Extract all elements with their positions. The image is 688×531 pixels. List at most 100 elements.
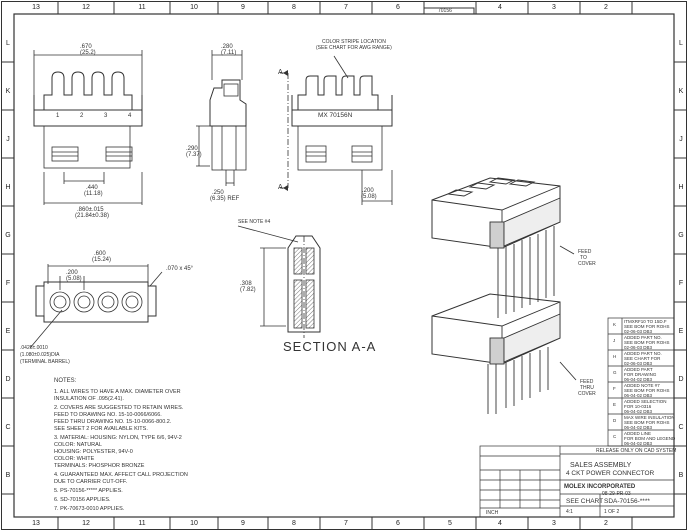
row-label: J — [6, 136, 10, 143]
column-label: 6 — [396, 520, 400, 527]
row-label: C — [678, 424, 684, 431]
row-label: K — [5, 88, 11, 95]
term-note-3: (TERMINAL BARREL) — [20, 359, 70, 365]
feed-thru-cover-2: THRU — [580, 385, 594, 391]
column-label: 13 — [32, 4, 40, 11]
note-line: TERMINALS: PHOSPHOR BRONZE — [54, 463, 145, 469]
feed-thru-cover-1: FEED — [580, 379, 594, 385]
rev-desc: FOR 10-0316 — [624, 404, 652, 409]
company-name: MOLEX INCORPORATED — [564, 484, 636, 490]
mx-label: MX 70156N — [318, 112, 353, 119]
dim-lower-width-mm: (15.24) — [92, 257, 112, 263]
note-line: 2. COVERS ARE SUGGESTED TO RETAIN WIRES. — [54, 405, 184, 411]
rev-letter: C — [613, 434, 617, 439]
rev-date: 06-04-02 DB3 — [624, 425, 653, 430]
rev-letter: F — [613, 386, 616, 391]
row-label: L — [6, 40, 10, 47]
row-label: D — [5, 376, 11, 383]
see-note-callout: SEE NOTE #4 — [238, 219, 271, 225]
note-line: HOUSING: POLYESTER, 94V-0 — [54, 449, 133, 455]
notes-title: NOTES: — [54, 378, 77, 384]
dim-chamfer: .070 x 45° — [166, 266, 194, 272]
note-line: 6. SD-70156 APPLIES. — [54, 497, 111, 503]
doc-ref: 08-29-PR-03 — [602, 491, 631, 497]
rev-letter: K — [613, 322, 617, 327]
row-label: B — [678, 472, 684, 479]
rev-date: 06-04-02 DB3 — [624, 441, 653, 446]
row-label: C — [5, 424, 11, 431]
column-label: 7 — [344, 520, 348, 527]
row-label: E — [5, 328, 11, 335]
row-label: K — [678, 88, 684, 95]
rev-desc: SEE BOM FOR ROHS — [624, 388, 670, 393]
rev-letter: E — [613, 402, 617, 407]
rev-desc: ADDED NOTE #7 — [624, 383, 660, 388]
section-title: SECTION A-A — [283, 339, 377, 354]
column-label: 10 — [190, 4, 198, 11]
dim-total: .860±.015 — [77, 207, 104, 213]
rev-desc: ADDED PART — [624, 367, 653, 372]
rev-desc: ADDED PART NO. — [624, 351, 662, 356]
column-label: 12 — [82, 520, 90, 527]
section-mark-top: A — [278, 69, 283, 76]
dim-side-pin-mm: (6.35) REF — [210, 196, 240, 202]
rev-desc: FOR DRAWING — [624, 372, 657, 377]
rev-date: 02-06-03 DB3 — [624, 361, 653, 366]
column-label: 4 — [498, 520, 502, 527]
rear-view — [280, 55, 393, 205]
dim-top-width-mm: (25.2) — [80, 50, 96, 56]
section-mark-bottom: A — [278, 184, 283, 191]
title-line-1: SALES ASSEMBLY — [570, 462, 632, 469]
rev-desc: SEE BOM FOR ROHS — [624, 340, 670, 345]
row-label: J — [679, 136, 683, 143]
dim-height-mm: (7.37) — [186, 152, 202, 158]
column-label: 2 — [604, 4, 608, 11]
part-tab: 70156 — [438, 8, 452, 14]
dim-lower-pitch-mm: (5.08) — [66, 276, 82, 282]
rev-letter: J — [613, 338, 616, 343]
dim-center-mm: (11.18) — [84, 191, 103, 197]
rev-desc: ADDED LINE — [624, 431, 652, 436]
note-line: COLOR: WHITE — [54, 456, 95, 462]
column-label: 3 — [552, 520, 556, 527]
rev-date: 02-06-03 DB3 — [624, 329, 653, 334]
rev-desc: ADDED PART NO. — [624, 335, 662, 340]
isometric-view — [431, 177, 577, 414]
note-line: 5. PS-70156-***** APPLIES. — [54, 488, 123, 494]
row-label: L — [679, 40, 683, 47]
dim-top-width: .670 — [80, 44, 92, 50]
row-label: B — [5, 472, 11, 479]
dim-right: .200 — [362, 188, 374, 194]
rev-letter: G — [613, 370, 617, 375]
note-line: 1. ALL WIRES TO HAVE A MAX. DIAMETER OVE… — [54, 389, 181, 395]
row-label: G — [5, 232, 11, 239]
note-line: DUE TO CARRIER CUT-OFF. — [54, 479, 128, 485]
column-label: 11 — [138, 520, 146, 527]
dim-side-width-mm: (7.11) — [221, 50, 237, 56]
rev-desc: SEE BOM FOR ROHS — [624, 324, 670, 329]
dim-right-mm: (5.08) — [361, 194, 377, 200]
pin-face-view — [29, 264, 163, 349]
note-line: SEE SHEET 2 FOR AVAILABLE KITS. — [54, 426, 148, 432]
row-label: G — [678, 232, 684, 239]
column-label: 7 — [344, 4, 348, 11]
row-label: F — [678, 280, 684, 287]
dim-lower-width: .600 — [94, 251, 106, 257]
dim-center: .440 — [86, 185, 98, 191]
pin-number: 4 — [128, 113, 132, 119]
dim-section-height: .308 — [240, 281, 252, 287]
pin-number: 3 — [104, 113, 108, 119]
column-label: 4 — [498, 4, 502, 11]
see-chart: SEE CHART — [566, 498, 604, 505]
rev-desc: ITMXRF10 TO 15D.F — [624, 319, 667, 324]
dim-lower-pitch: .200 — [66, 270, 78, 276]
rev-date: 06-04-02 DB3 — [624, 377, 653, 382]
column-label: 11 — [138, 4, 146, 11]
column-label: 6 — [396, 4, 400, 11]
column-label: 8 — [292, 4, 296, 11]
feed-to-cover-3: COVER — [578, 261, 596, 267]
column-label: 2 — [604, 520, 608, 527]
column-label: 8 — [292, 520, 296, 527]
row-label: H — [678, 184, 684, 191]
